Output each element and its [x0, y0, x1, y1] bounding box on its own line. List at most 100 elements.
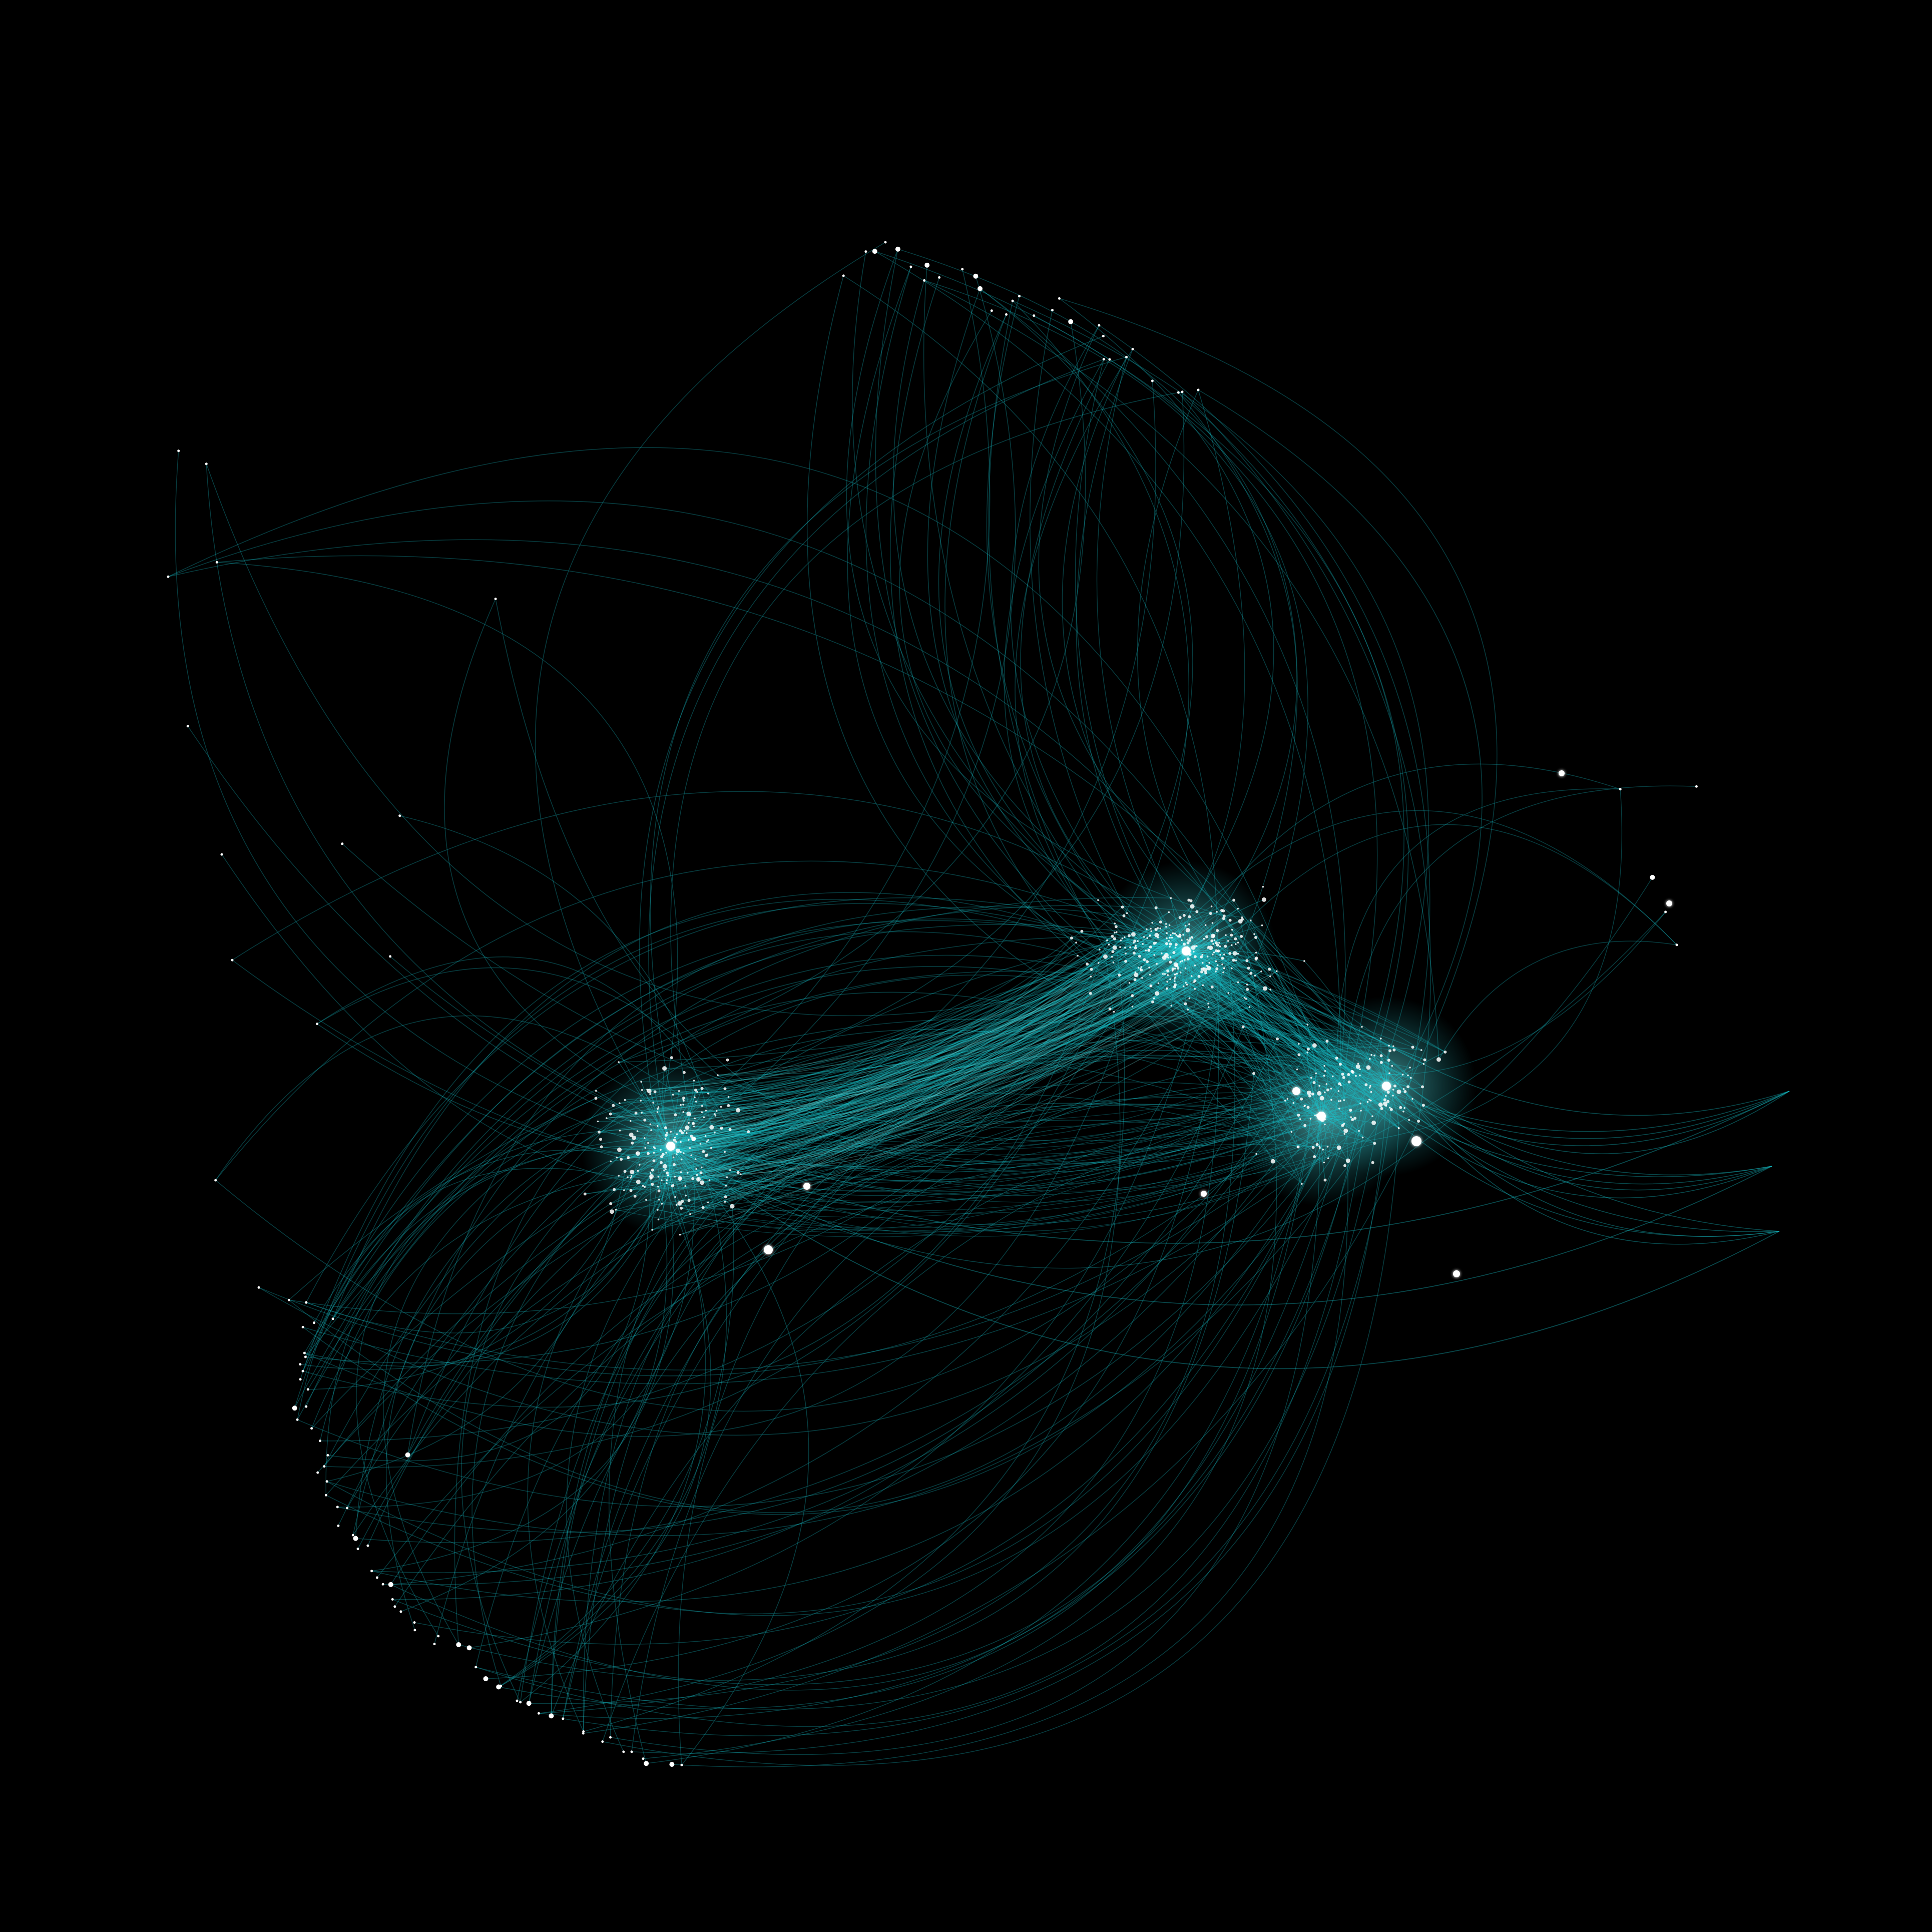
- network-node: [1403, 1090, 1407, 1093]
- network-node: [803, 1183, 810, 1190]
- network-node: [707, 1093, 709, 1095]
- network-node: [1184, 1002, 1187, 1006]
- network-edge: [1193, 947, 1316, 1074]
- network-node: [1212, 934, 1216, 937]
- network-edge: [1386, 1086, 1399, 1129]
- network-node: [1174, 974, 1176, 976]
- network-edge: [624, 1146, 671, 1191]
- network-edge: [619, 1145, 671, 1150]
- network-edge: [392, 1102, 1368, 1685]
- network-edge: [703, 988, 1265, 1208]
- network-node: [619, 1129, 621, 1132]
- network-node: [1124, 946, 1126, 949]
- network-node: [674, 1196, 676, 1198]
- network-edge: [670, 1146, 704, 1208]
- network-edge: [614, 971, 1262, 1190]
- network-node: [1129, 946, 1131, 948]
- network-node: [727, 1104, 730, 1107]
- network-edge: [1010, 325, 1157, 943]
- network-node: [1166, 987, 1168, 990]
- network-edge: [684, 973, 1251, 1131]
- network-node: [1249, 919, 1252, 921]
- network-edge: [672, 1074, 1348, 1767]
- network-edge: [665, 1075, 1324, 1191]
- network-node: [1216, 943, 1219, 947]
- network-node: [1120, 939, 1122, 941]
- network-node: [1184, 967, 1187, 970]
- network-edge: [1076, 349, 1353, 1120]
- network-edge: [1388, 1045, 1790, 1116]
- network-node: [717, 1074, 719, 1076]
- network-edge: [383, 1103, 620, 1645]
- network-edge: [386, 1157, 617, 1631]
- network-node: [351, 1534, 354, 1537]
- network-node: [649, 1093, 651, 1095]
- network-node: [1131, 994, 1134, 998]
- network-edge: [1307, 1024, 1322, 1117]
- network-edge: [725, 924, 1170, 1198]
- network-edge: [641, 993, 1091, 1102]
- network-edge: [680, 971, 1202, 1179]
- network-edge: [670, 1092, 698, 1147]
- network-node: [1308, 1094, 1311, 1098]
- network-edge: [307, 966, 1371, 1390]
- network-node: [764, 1245, 773, 1254]
- network-node: [306, 1388, 309, 1391]
- network-edge: [1125, 961, 1297, 1070]
- network-edge: [1175, 974, 1353, 1120]
- network-edge: [434, 1016, 1381, 1644]
- network-node: [1386, 1091, 1390, 1094]
- network-node: [1392, 1048, 1396, 1052]
- node-layer: [167, 241, 1698, 1767]
- network-node: [657, 1186, 659, 1188]
- network-node: [1186, 946, 1188, 948]
- network-node: [1262, 885, 1264, 888]
- network-node: [1161, 952, 1163, 954]
- network-edge: [610, 1113, 1351, 1156]
- network-node: [651, 1168, 654, 1172]
- network-edge: [624, 979, 1171, 1191]
- network-edge: [670, 1096, 729, 1147]
- network-node: [1338, 1063, 1342, 1066]
- network-edge: [644, 1146, 671, 1187]
- network-edge: [610, 953, 1238, 1115]
- network-edge: [875, 249, 1368, 1103]
- network-node: [1174, 943, 1178, 946]
- network-node: [1133, 939, 1137, 943]
- network-node: [1111, 934, 1114, 938]
- network-node: [629, 1189, 633, 1192]
- network-edge: [658, 926, 1167, 1220]
- network-edge: [642, 940, 1138, 1091]
- network-node: [1186, 957, 1190, 960]
- network-node: [1113, 1011, 1115, 1013]
- network-edge: [661, 942, 1157, 1157]
- network-node: [1378, 1102, 1383, 1107]
- network-node: [1350, 1070, 1354, 1073]
- network-edge: [693, 938, 1167, 1139]
- network-node: [1323, 1161, 1325, 1164]
- network-edge: [394, 1074, 1403, 1607]
- network-node: [623, 1170, 627, 1173]
- network-edge: [686, 1133, 1339, 1203]
- network-node: [693, 1080, 695, 1082]
- network-node: [1311, 1092, 1314, 1096]
- network-node: [1068, 319, 1074, 324]
- network-node: [680, 1151, 682, 1153]
- network-node: [842, 274, 845, 277]
- network-node: [1177, 968, 1179, 970]
- network-node: [594, 1097, 598, 1100]
- network-edge: [1186, 950, 1277, 972]
- network-edge: [655, 1069, 1360, 1181]
- network-node: [1137, 940, 1139, 942]
- network-node: [700, 1180, 705, 1185]
- network-node: [666, 1171, 669, 1175]
- network-node: [1420, 1049, 1422, 1051]
- network-edge: [1250, 920, 1390, 1108]
- network-edge: [677, 1150, 1328, 1232]
- network-node: [323, 1465, 326, 1468]
- network-edge: [1321, 1116, 1375, 1144]
- network-node: [1349, 1109, 1352, 1112]
- network-node: [1193, 955, 1197, 958]
- network-edge: [1152, 922, 1445, 1053]
- network-node: [686, 1132, 688, 1134]
